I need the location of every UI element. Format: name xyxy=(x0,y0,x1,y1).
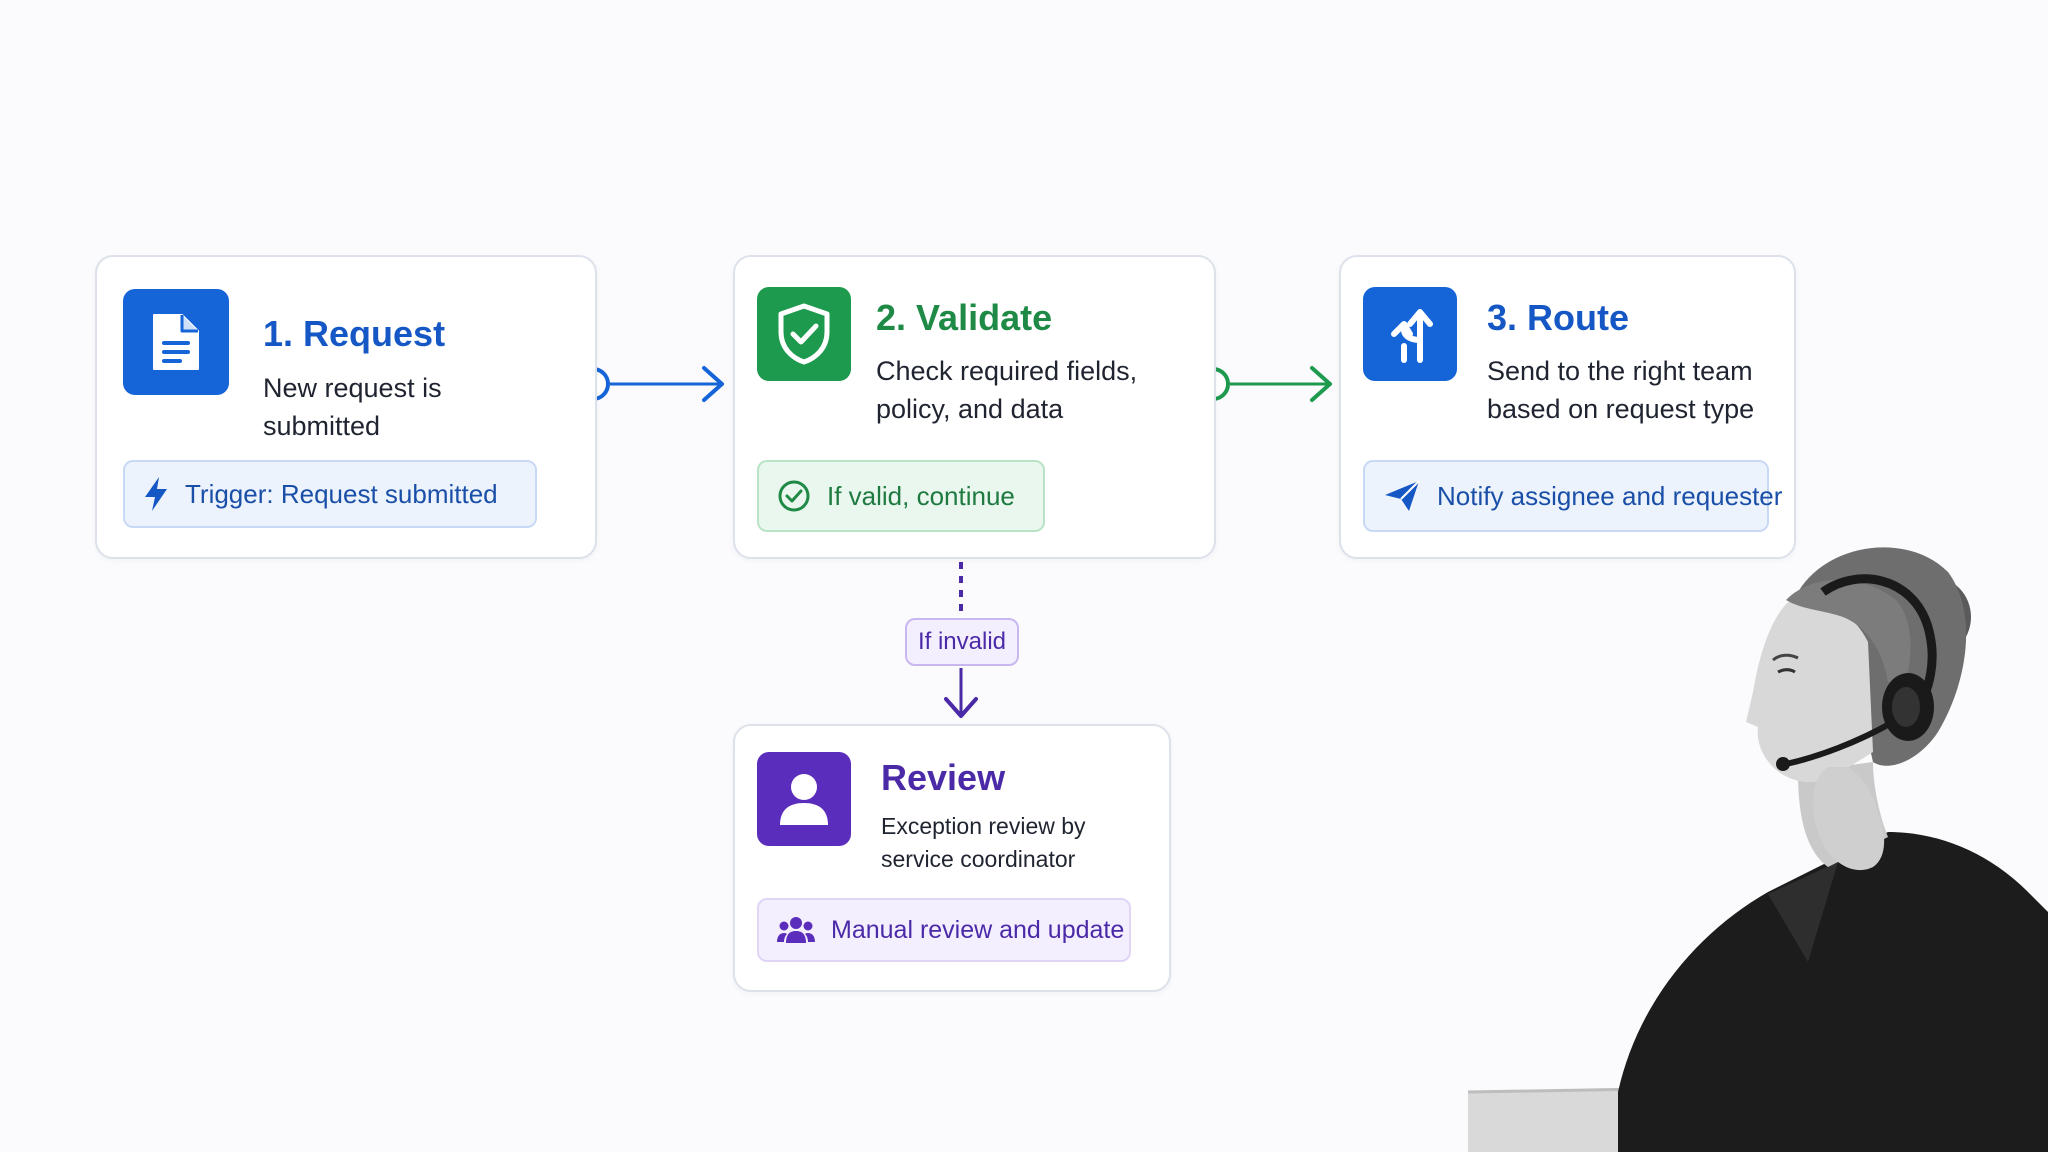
lightning-icon xyxy=(143,476,169,512)
manual-review-chip[interactable]: Manual review and update xyxy=(757,898,1131,962)
step-review-card[interactable]: Review Exception review by service coord… xyxy=(733,724,1171,992)
step-title: Review xyxy=(881,757,1006,798)
route-arrows-icon xyxy=(1363,287,1457,381)
step-title: 2. Validate xyxy=(876,297,1053,338)
step-description: Check required fields, policy, and data xyxy=(876,352,1137,428)
branch-label-text: If invalid xyxy=(917,628,1007,655)
step-route-card[interactable]: 3. Route Send to the right team based on… xyxy=(1339,255,1796,559)
step-description: Exception review by service coordinator xyxy=(881,810,1086,876)
chip-label: Manual review and update xyxy=(831,915,1125,944)
desc-line: Send to the right team xyxy=(1487,356,1753,386)
trigger-chip[interactable]: Trigger: Request submitted xyxy=(123,460,537,528)
valid-continue-chip[interactable]: If valid, continue xyxy=(757,460,1045,532)
desc-line: Check required fields, xyxy=(876,356,1138,386)
step-title: 3. Route xyxy=(1487,297,1630,338)
desc-line: policy, and data xyxy=(876,394,1064,424)
arrowhead xyxy=(1310,366,1332,402)
chip-label: Notify assignee and requester xyxy=(1437,480,1783,511)
step-title: 1. Request xyxy=(263,313,446,354)
chip-label: Trigger: Request submitted xyxy=(185,478,498,509)
desc-line: based on request type xyxy=(1487,394,1755,424)
check-circle-icon xyxy=(777,479,811,513)
step-validate-card[interactable]: 2. Validate Check required fields, polic… xyxy=(733,255,1216,559)
notify-chip[interactable]: Notify assignee and requester xyxy=(1363,460,1782,532)
support-agent-photo xyxy=(1468,547,2048,1152)
if-invalid-label: If invalid xyxy=(905,618,1019,666)
arrowhead xyxy=(944,697,978,718)
desc-line: submitted xyxy=(263,411,381,441)
shield-check-icon xyxy=(757,287,851,381)
person-icon xyxy=(757,752,851,846)
step-description: New request is submitted xyxy=(263,369,442,445)
step-request-card[interactable]: 1. Request New request is submitted Trig… xyxy=(95,255,597,559)
arrowhead xyxy=(702,366,724,402)
desc-line: Exception review by xyxy=(881,813,1086,839)
document-icon xyxy=(123,289,229,395)
step-description: Send to the right team based on request … xyxy=(1487,352,1754,428)
chip-label: If valid, continue xyxy=(827,480,1015,511)
desc-line: New request is xyxy=(263,373,442,403)
paper-plane-icon xyxy=(1383,479,1421,513)
group-icon xyxy=(777,915,815,945)
desc-line: service coordinator xyxy=(881,846,1076,872)
